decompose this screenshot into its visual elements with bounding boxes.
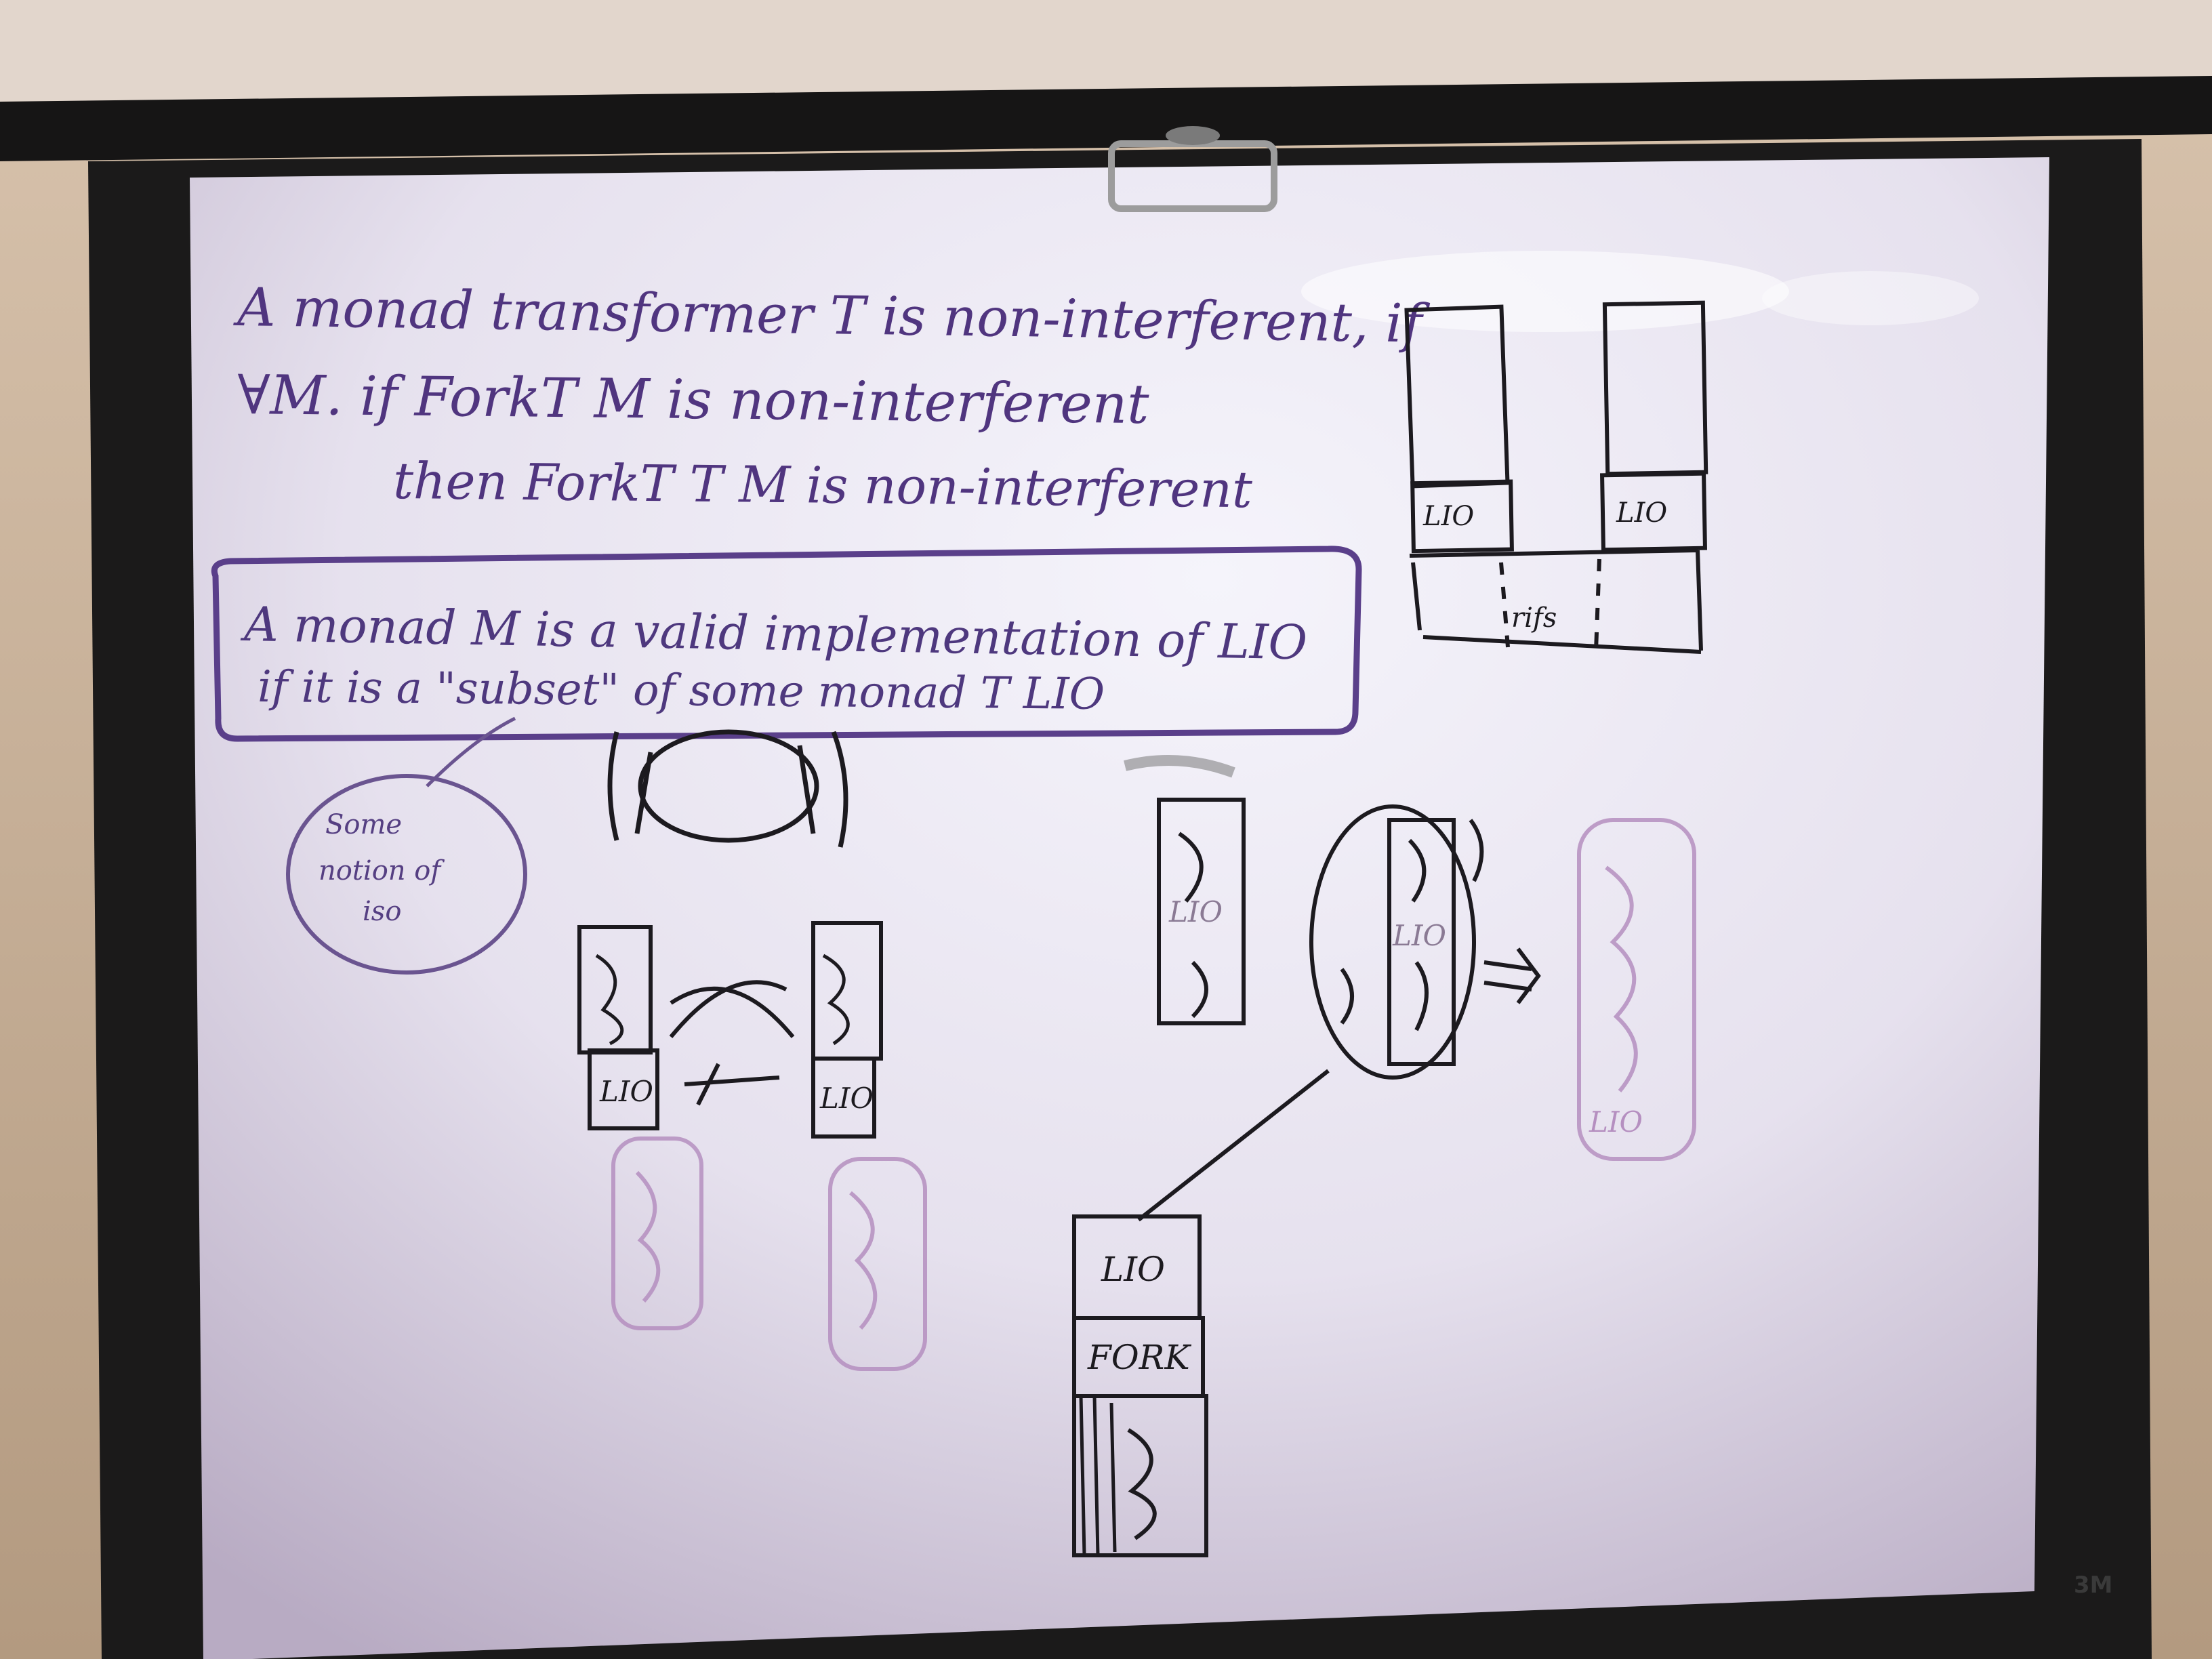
glare bbox=[1301, 251, 1789, 332]
boxed-line-2: if it is a "subset" of some monad T LIO bbox=[258, 662, 1105, 720]
iso-sketch bbox=[607, 729, 848, 848]
box-label-lio-right: LIO bbox=[1616, 497, 1667, 529]
thought-bubble bbox=[286, 774, 527, 975]
box-label-lio-mid-right: LIO bbox=[819, 1082, 874, 1115]
bubble-text-3: iso bbox=[363, 896, 401, 927]
bubble-connector bbox=[426, 716, 516, 787]
bubble-text-1: Some bbox=[325, 809, 402, 840]
brand-logo: 3M bbox=[2074, 1572, 2113, 1599]
top-right-diagram bbox=[1404, 300, 1708, 654]
bubble-text-2: notion of bbox=[319, 855, 445, 886]
box-label-lio-left: LIO bbox=[1422, 501, 1474, 532]
faded-columns-left bbox=[611, 1136, 927, 1371]
wall-top bbox=[0, 0, 2212, 102]
board-clip bbox=[1108, 126, 1277, 212]
screen-top-rail bbox=[0, 76, 2212, 161]
box-label-lio-faded: LIO bbox=[1589, 1105, 1643, 1139]
box-label-rifs: rifs bbox=[1511, 602, 1557, 634]
line-3: then ForkT T M is non-interferent bbox=[393, 452, 1253, 519]
box-label-fork: FORK bbox=[1087, 1338, 1191, 1377]
definition-box bbox=[211, 546, 1362, 742]
glare-2 bbox=[1762, 271, 1979, 325]
center-right-diagram bbox=[1124, 755, 1541, 1222]
bottom-stack-diagram bbox=[1072, 1214, 1208, 1557]
box-label-lio-bottom: LIO bbox=[1101, 1250, 1165, 1289]
left-column-diagram bbox=[577, 921, 883, 1139]
line-2: ∀M. if ForkT M is non-interferent bbox=[237, 363, 1150, 436]
box-label-lio-mid-left: LIO bbox=[599, 1075, 653, 1108]
faded-column-right bbox=[1577, 818, 1696, 1161]
box-label-lio-center: LIO bbox=[1168, 895, 1223, 928]
box-label-lio-center-oval: LIO bbox=[1392, 919, 1446, 952]
